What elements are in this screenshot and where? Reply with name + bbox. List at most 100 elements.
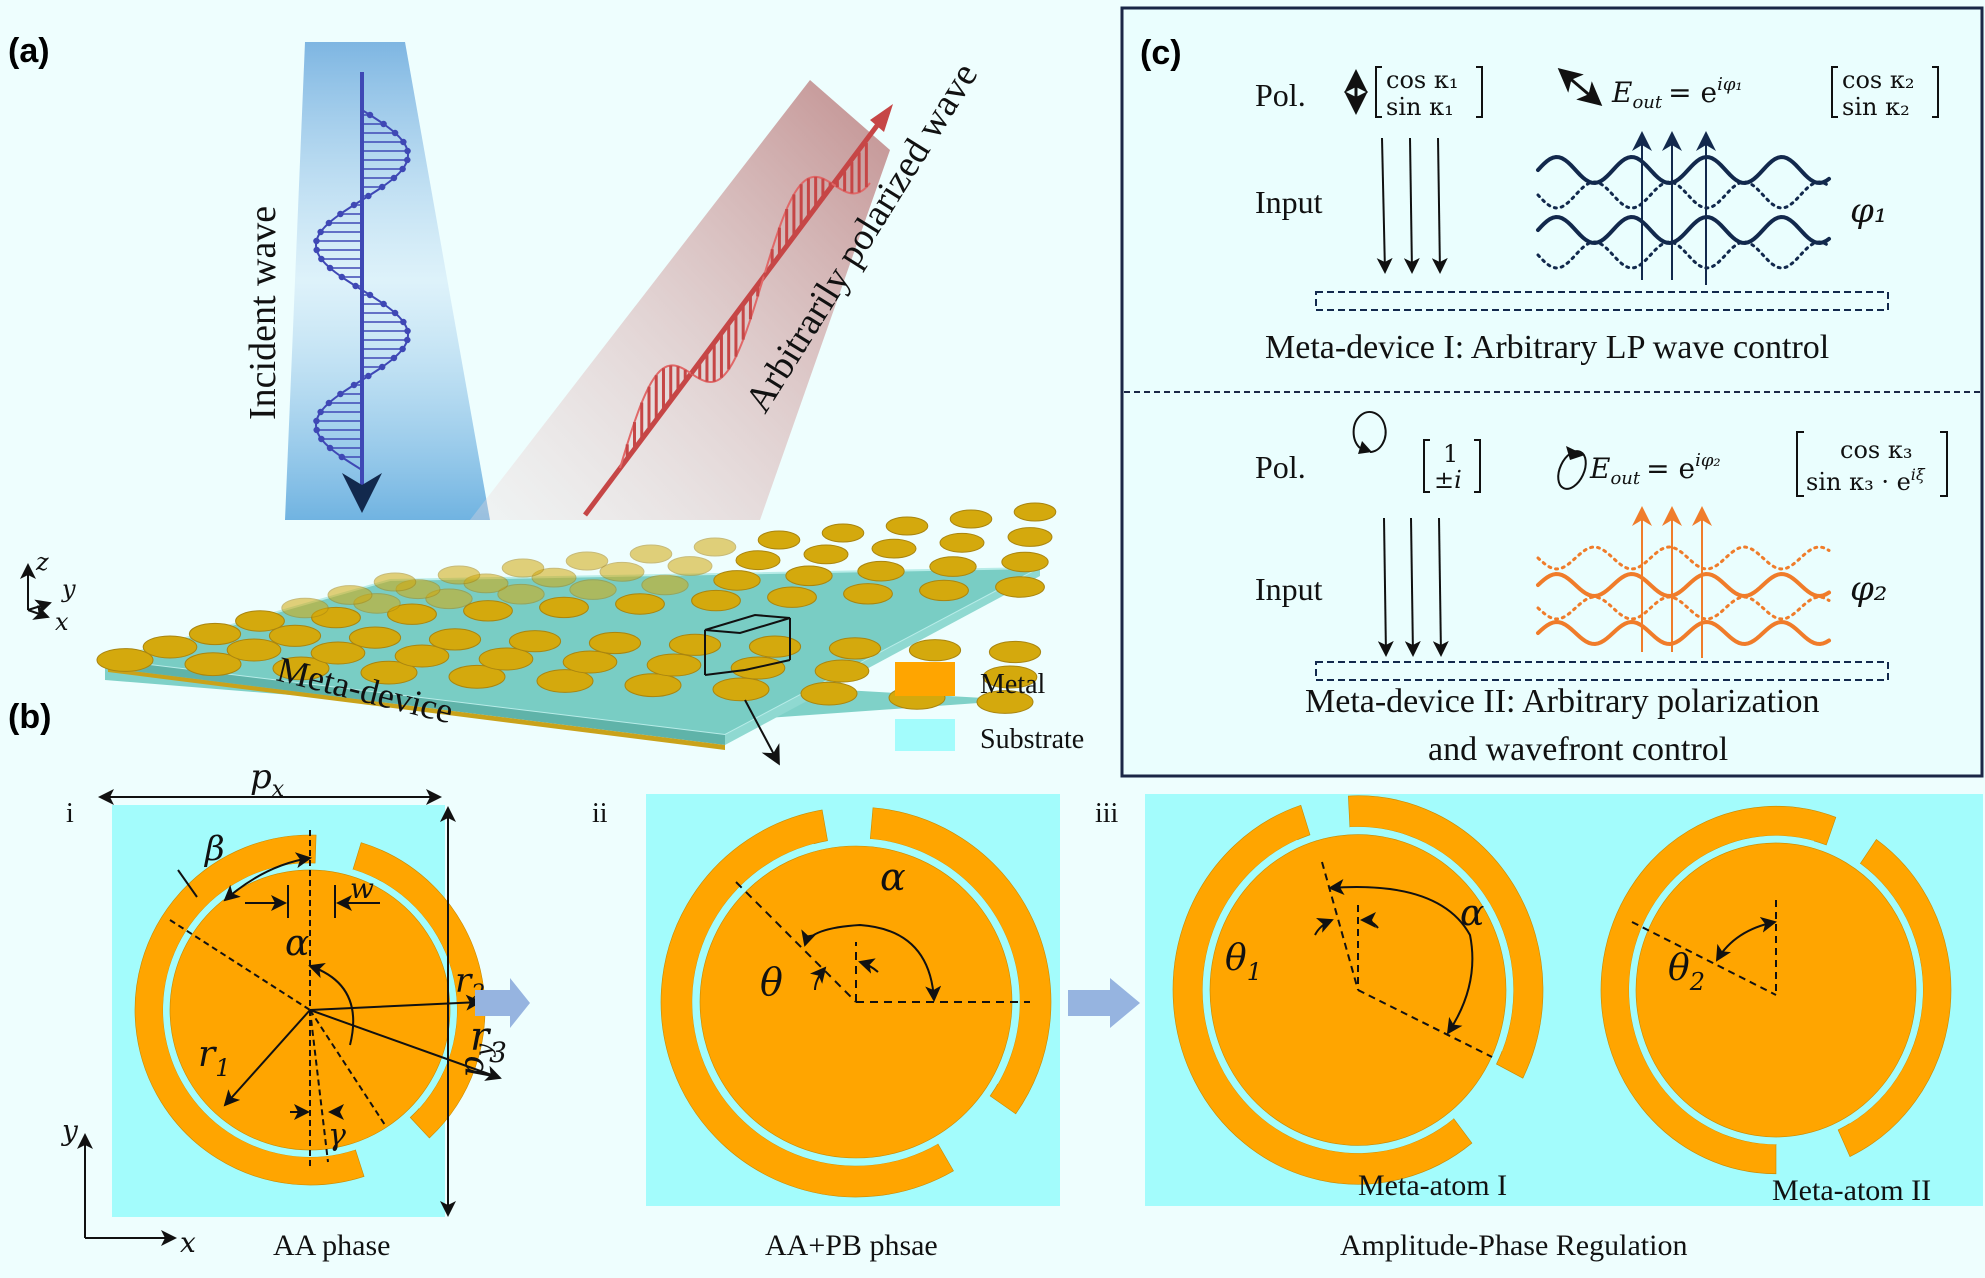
meta-atom xyxy=(871,538,917,559)
meta-atom xyxy=(641,574,689,596)
xyz-axes-icon xyxy=(20,563,52,620)
meta-atom xyxy=(348,626,402,649)
axis-y-label-b: y xyxy=(60,1114,79,1147)
panel-c: (c) Pol. cos κ₁ sin κ₁ Eout= eiφ₁ cos κ₂… xyxy=(1120,6,1984,778)
input-arrows xyxy=(1377,517,1449,657)
meta-atom xyxy=(327,585,373,605)
eout-equation: Eout= eiφ₁ xyxy=(1611,74,1743,113)
meta-atom xyxy=(565,551,609,571)
field-vector-tip xyxy=(313,426,320,434)
param-alpha: α xyxy=(880,855,906,899)
meta-atom xyxy=(1007,527,1053,547)
field-vector-tip xyxy=(404,336,411,344)
field-vector-tip xyxy=(350,381,358,389)
svg-text:±i: ±i xyxy=(1434,466,1462,494)
meta-atom-1-label: Meta-atom I xyxy=(1358,1169,1507,1202)
caption-aa-phase: AA phase xyxy=(273,1229,390,1262)
elliptical-pol-icon xyxy=(1557,446,1587,490)
meta-atom xyxy=(184,652,242,677)
meta-atom xyxy=(599,561,645,582)
parameter-annotations xyxy=(1314,861,1777,1058)
param-alpha: α xyxy=(285,923,309,964)
field-vector-tip xyxy=(365,372,372,380)
px-label: px xyxy=(250,757,285,802)
svg-text:sin κ₁: sin κ₁ xyxy=(1386,93,1454,121)
field-vector-tip xyxy=(391,309,399,317)
field-vector-tip xyxy=(337,210,344,218)
field-vector-tip xyxy=(313,246,320,254)
output-beam xyxy=(470,80,890,520)
meta-atom xyxy=(478,647,534,671)
meta-device-outline xyxy=(1315,661,1889,681)
meta-atom xyxy=(629,544,673,564)
meta-atom xyxy=(995,576,1045,598)
field-vector-tip xyxy=(318,255,325,263)
ring-gap xyxy=(350,869,457,1109)
meta-atom xyxy=(428,628,482,651)
meta-atom xyxy=(96,648,154,672)
field-vector-tip xyxy=(313,417,320,425)
svg-text:cos κ₃: cos κ₃ xyxy=(1840,436,1912,464)
meta-atom xyxy=(142,635,198,659)
subpanel-iii-label: iii xyxy=(1095,798,1119,829)
input-arrows xyxy=(1376,137,1448,274)
field-vector-tip xyxy=(325,399,333,407)
legend-label-metal: Metal xyxy=(980,669,1046,700)
wavefront-solid xyxy=(1536,215,1831,245)
field-vector-tip xyxy=(404,156,411,164)
output-jones-vector: cos κ₃ sin κ₃ · eiξ xyxy=(1796,431,1948,497)
legend: Metal Substrate xyxy=(895,662,1084,755)
input-jones-vector: cos κ₁ sin κ₁ xyxy=(1375,66,1483,121)
field-vector-tip xyxy=(404,327,411,335)
wavefront-solid xyxy=(1536,155,1831,185)
ring-gap xyxy=(869,838,1020,1084)
wavefront-dotted xyxy=(1536,595,1831,621)
param-theta1: θ1 xyxy=(1225,938,1262,986)
caption-aa-pb-phase: AA+PB phsae xyxy=(765,1229,938,1262)
meta-atom xyxy=(982,665,1038,689)
field-vector-tip xyxy=(378,363,386,371)
meta-atom xyxy=(735,550,781,571)
field-vector-tip xyxy=(404,147,411,155)
meta-atom xyxy=(394,644,450,668)
meta-atom xyxy=(569,579,617,600)
output-wavefronts xyxy=(1536,545,1831,646)
eout-equation: Eout= eiφ₂ xyxy=(1589,450,1721,489)
meta-atom xyxy=(691,589,741,612)
meta-atom xyxy=(646,653,702,677)
meta-atom xyxy=(1013,502,1057,522)
legend-swatch-substrate xyxy=(895,719,955,751)
field-vector-tip xyxy=(390,174,398,182)
meta-atom xyxy=(360,660,418,685)
pol-label: Pol. xyxy=(1255,449,1306,485)
field-vector-tip xyxy=(338,453,346,461)
unit-cell-box xyxy=(704,613,791,676)
phase-label: φ₁ xyxy=(1850,191,1887,231)
output-wave xyxy=(583,104,893,517)
meta-atom xyxy=(919,579,969,602)
param-alpha: α xyxy=(1460,893,1484,934)
field-vector-tip xyxy=(313,237,320,245)
meta-device xyxy=(96,502,1057,766)
meta-atom xyxy=(531,567,577,588)
circular-pol-icon xyxy=(1352,411,1387,454)
field-vector-tip xyxy=(366,291,374,299)
meta-atom xyxy=(588,631,642,655)
meta-atom xyxy=(939,532,985,553)
field-vector-tip xyxy=(380,300,387,308)
output-wavefronts xyxy=(1536,155,1831,270)
subpanel-i: i px py xyxy=(60,757,507,1262)
meta-atom xyxy=(713,570,761,591)
field-vector-tip xyxy=(391,129,399,137)
meta-atom xyxy=(800,681,858,706)
meta-atom xyxy=(373,572,417,592)
panel-a: (a) Inc xyxy=(8,32,1057,766)
wavefront-dotted xyxy=(1536,180,1831,210)
param-r3: r3 xyxy=(470,1014,507,1069)
subpanel-iii: iii α θ1 θ2 Meta-atom I Meta-atom II Amp… xyxy=(1095,794,1983,1262)
svg-text:sin κ₂: sin κ₂ xyxy=(1842,93,1910,121)
meta-atom-array xyxy=(96,502,1057,714)
meta-atom xyxy=(757,530,801,550)
wavefront-solid xyxy=(1536,572,1831,598)
